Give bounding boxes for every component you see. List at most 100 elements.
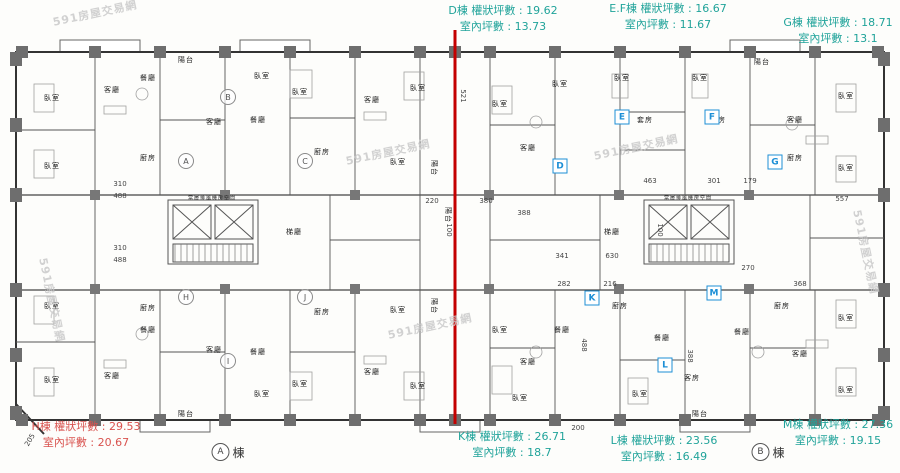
annotation-d: D棟 權狀坪數 : 19.62 室內坪數 : 13.73 xyxy=(448,3,557,35)
room-label: 客廳 xyxy=(104,372,120,380)
room-label: 梯廳 xyxy=(604,228,620,236)
circle-marker-j: J xyxy=(297,289,313,305)
room-label: 餐廳 xyxy=(140,326,156,334)
room-label: 套房 xyxy=(637,116,653,124)
dimension-label: 100 xyxy=(445,223,453,237)
dimension-label: 282 xyxy=(557,280,571,288)
room-label: 臥室 xyxy=(512,394,528,402)
building-suffix: 棟 xyxy=(232,445,245,460)
circle-marker-b: B xyxy=(220,89,236,105)
room-label: 臥室 xyxy=(390,158,406,166)
room-label: 臥室 xyxy=(632,390,648,398)
dimension-label: 220 xyxy=(425,197,439,205)
interior-columns xyxy=(90,190,754,294)
room-label: 客房 xyxy=(684,374,700,382)
dimension-label: 100 xyxy=(656,223,664,237)
room-label: 臥室 xyxy=(492,326,508,334)
dimension-label: 216 xyxy=(603,280,617,288)
dimension-label: 488 xyxy=(113,192,127,200)
room-label: 臥室 xyxy=(838,314,854,322)
annotation-line: L棟 權狀坪數 : 23.56 xyxy=(610,434,718,447)
room-label: 梯廳 xyxy=(286,228,302,236)
circle-marker-a: A xyxy=(178,153,194,169)
watermark: 591房屋交易網 xyxy=(592,132,680,163)
room-label: 客廳 xyxy=(520,358,536,366)
watermark: 591房屋交易網 xyxy=(850,208,881,296)
room-label: 廚房 xyxy=(140,304,156,312)
room-label: 臥室 xyxy=(492,100,508,108)
room-label: 臥室 xyxy=(44,94,60,102)
room-label: 餐廳 xyxy=(250,348,266,356)
room-label: 餐廳 xyxy=(140,74,156,82)
annotation-line: K棟 權狀坪數 : 26.71 xyxy=(458,430,566,443)
room-label: 臥室 xyxy=(838,164,854,172)
room-label: 陽台 xyxy=(444,207,452,223)
room-label: 臥室 xyxy=(410,84,426,92)
annotation-line: 室內坪數 : 16.49 xyxy=(620,449,708,463)
room-label: 臥室 xyxy=(552,80,568,88)
elevator-core-left xyxy=(167,199,259,265)
room-label: 臥室 xyxy=(44,302,60,310)
room-label: 客廳 xyxy=(364,368,380,376)
room-label: 廚房 xyxy=(787,154,803,162)
room-label: 陽台 xyxy=(692,410,708,418)
room-label: 陽台 xyxy=(430,298,438,314)
room-label: 臥室 xyxy=(614,74,630,82)
room-label: 臥室 xyxy=(292,380,308,388)
room-label: 陽台 xyxy=(430,160,438,176)
room-label: 臥室 xyxy=(838,386,854,394)
watermark: 591房屋交易網 xyxy=(51,0,139,29)
building-suffix: 棟 xyxy=(772,445,785,460)
room-label: 廚房 xyxy=(774,302,790,310)
room-label: 當層排風機房空間 xyxy=(663,195,713,202)
room-label: 臥室 xyxy=(44,376,60,384)
annotation-l: L棟 權狀坪數 : 23.56 室內坪數 : 16.49 xyxy=(611,433,718,465)
room-label: 餐廳 xyxy=(554,326,570,334)
annotation-k: K棟 權狀坪數 : 26.71 室內坪數 : 18.7 xyxy=(458,429,566,461)
band-walls xyxy=(16,194,884,291)
dimension-label: 521 xyxy=(459,89,467,103)
dimension-label: 310 xyxy=(113,180,127,188)
watermark: 591房屋交易網 xyxy=(344,137,432,168)
room-label: 臥室 xyxy=(692,74,708,82)
unit-marker-e: E xyxy=(614,109,630,125)
annotation-h: H棟 權狀坪數 : 29.53 室內坪數 : 20.67 xyxy=(32,419,141,451)
furniture xyxy=(33,69,857,405)
room-label: 臥室 xyxy=(44,162,60,170)
dimension-label: 179 xyxy=(743,177,757,185)
dimension-label: 341 xyxy=(555,252,569,260)
dimension-label: 200 xyxy=(571,424,585,432)
room-label: 臥室 xyxy=(254,72,270,80)
annotation-line: 室內坪數 : 19.15 xyxy=(794,433,882,447)
room-label: 臥室 xyxy=(410,382,426,390)
dimension-label: 270 xyxy=(741,264,755,272)
room-label: 餐廳 xyxy=(654,334,670,342)
annotation-line: M棟 權狀坪數 : 27.36 xyxy=(782,418,894,431)
annotation-line: 室內坪數 : 11.67 xyxy=(624,17,712,31)
circle-marker-h: H xyxy=(178,289,194,305)
unit-marker-k: K xyxy=(584,290,600,306)
room-label: 客廳 xyxy=(520,144,536,152)
dimension-label: 301 xyxy=(707,177,721,185)
annotation-line: H棟 權狀坪數 : 29.53 xyxy=(31,420,141,433)
room-label: 餐廳 xyxy=(250,116,266,124)
room-label: 客廳 xyxy=(792,350,808,358)
room-label: 客廳 xyxy=(104,86,120,94)
unit-marker-d: D xyxy=(552,158,568,174)
structural-columns xyxy=(10,46,890,426)
room-label: 廚房 xyxy=(314,148,330,156)
partition-walls xyxy=(16,52,884,420)
room-label: 客廳 xyxy=(206,346,222,354)
watermark: 591房屋交易網 xyxy=(386,311,474,342)
room-label: 臥室 xyxy=(292,88,308,96)
room-label: 臥室 xyxy=(254,390,270,398)
elevator-core-right xyxy=(643,199,735,265)
dimension-label: 380 xyxy=(479,197,493,205)
building-letter-circle: B xyxy=(751,443,770,461)
room-label: 陽台 xyxy=(178,410,194,418)
annotation-ef: E.F棟 權狀坪數 : 16.67 室內坪數 : 11.67 xyxy=(609,1,726,33)
